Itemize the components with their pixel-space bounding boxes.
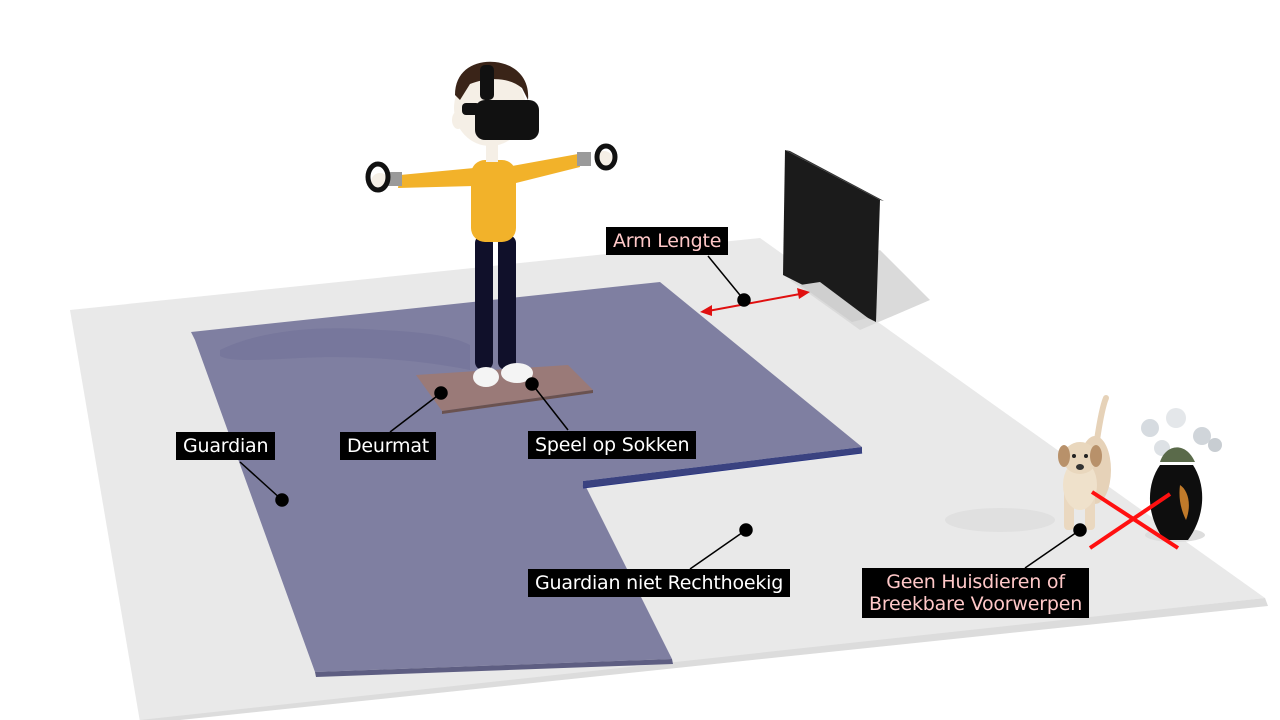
dog-eye-left	[1072, 454, 1076, 458]
leader-deurmat	[389, 392, 442, 433]
torso	[471, 160, 516, 242]
left-arm	[398, 168, 474, 188]
doormat	[416, 365, 593, 411]
dog-head	[1063, 442, 1097, 474]
tv-stand	[800, 282, 868, 322]
arrow-head-right	[797, 288, 810, 299]
dog-chest	[1063, 460, 1097, 510]
dog-tail	[1094, 395, 1109, 443]
guardian-area	[191, 282, 862, 672]
left-shoe	[473, 367, 499, 387]
dog	[945, 395, 1111, 532]
leader-arm-lengte	[707, 255, 745, 301]
doormat-side	[442, 390, 593, 414]
dog-eye-right	[1084, 454, 1088, 458]
left-wrist	[388, 172, 402, 186]
person-shadow	[220, 328, 470, 370]
leader-geen-huisdieren	[1024, 529, 1081, 569]
tv-screen	[783, 150, 880, 322]
headset-strap	[480, 65, 494, 100]
label-guardian-niet-rechthoekig: Guardian niet Rechthoekig	[528, 569, 791, 597]
label-geen-huisdieren-line1: Geen Huisdieren of	[886, 571, 1065, 593]
guardian-side-left	[315, 659, 673, 677]
leader-guardian	[239, 461, 283, 501]
dot-niet-rechthoekig	[739, 523, 753, 537]
leader-niet-rechthoekig	[689, 529, 747, 570]
flower-1	[1141, 419, 1159, 437]
label-guardian: Guardian	[176, 432, 276, 460]
leader-speel-op-sokken	[531, 383, 569, 431]
label-speel-op-sokken: Speel op Sokken	[528, 431, 697, 459]
flower-3	[1193, 427, 1211, 445]
guardian-side	[583, 447, 862, 488]
dog-nose	[1076, 464, 1084, 470]
dot-arm-lengte	[737, 293, 751, 307]
leaves	[1160, 447, 1195, 462]
cross-line-2	[1088, 492, 1172, 550]
dog-ear-left	[1058, 445, 1070, 467]
floor-edge	[140, 598, 1268, 720]
arrow-head-left	[700, 305, 712, 316]
right-leg	[498, 235, 516, 370]
vase	[1141, 408, 1222, 542]
dog-shadow	[945, 508, 1055, 532]
label-arm-lengte: Arm Lengte	[606, 227, 729, 255]
left-controller-icon	[365, 161, 391, 193]
right-wrist	[577, 152, 591, 166]
ear	[452, 111, 464, 129]
person	[365, 61, 618, 387]
hair	[455, 61, 529, 100]
right-shoe	[501, 363, 533, 383]
right-controller-icon	[594, 143, 618, 171]
label-deurmat: Deurmat	[340, 432, 437, 460]
flower-4	[1208, 438, 1222, 452]
vase-decoration	[1179, 485, 1189, 520]
label-geen-huisdieren: Geen Huisdieren of Breekbare Voorwerpen	[862, 568, 1090, 618]
vr-headset	[475, 100, 539, 140]
dot-deurmat	[434, 386, 448, 400]
tv-bezel	[785, 150, 884, 201]
leaders	[239, 255, 1087, 570]
vr-headset-side	[462, 103, 480, 115]
vase-body	[1149, 465, 1203, 540]
dot-geen-huisdieren	[1073, 523, 1087, 537]
dog-ear-right	[1090, 445, 1102, 467]
arm-length-arrow	[707, 293, 801, 312]
label-geen-huisdieren-line2: Breekbare Voorwerpen	[869, 593, 1083, 615]
flower-2	[1166, 408, 1186, 428]
left-leg	[475, 235, 493, 370]
right-arm	[512, 154, 580, 184]
dot-speel-op-sokken	[525, 377, 539, 391]
dot-guardian	[275, 493, 289, 507]
